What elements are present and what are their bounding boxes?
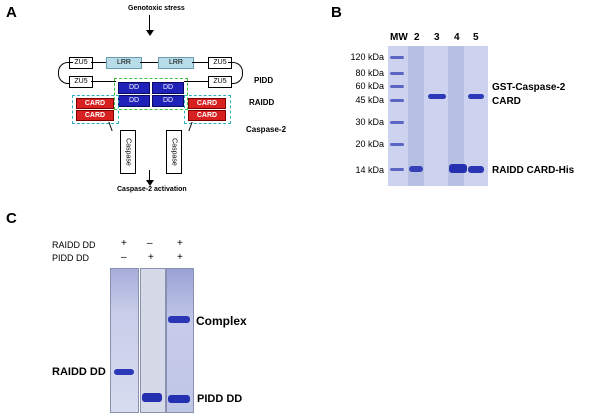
- dd-box-4: DD: [152, 95, 184, 107]
- mw-marker-14: 14 kDa: [355, 165, 384, 175]
- mw-marker-30: 30 kDa: [355, 117, 384, 127]
- stress-arrow-shaft: [149, 15, 150, 33]
- gel-c-lane-3: [166, 268, 194, 413]
- dd-complex-outline: [114, 78, 188, 110]
- sign-raidd-lane1: +: [121, 238, 127, 249]
- complex-band: [168, 316, 190, 323]
- stress-arrow-head: [146, 30, 154, 36]
- ladder-band-14: [390, 168, 404, 171]
- card-outline-right: [184, 95, 231, 124]
- pidd-dd-band-lane2: [142, 393, 162, 402]
- caspase2-activation-label: Caspase-2 activation: [117, 186, 187, 193]
- dd-box-1: DD: [118, 82, 150, 94]
- pidd-dd-row-label: PIDD DD: [52, 253, 90, 263]
- raidd-card-his-label: RAIDD CARD-His: [492, 165, 575, 176]
- mw-marker-20: 20 kDa: [355, 139, 384, 149]
- gst-card-label: CARD: [492, 96, 521, 107]
- lrr-box-left: LRR: [106, 57, 142, 69]
- sign-pidd-lane2: +: [148, 252, 154, 263]
- caspase2-row-label: Caspase-2: [246, 125, 287, 134]
- sign-raidd-lane2: –: [147, 238, 153, 249]
- ladder-band-45: [390, 99, 404, 102]
- zu5-box-right-top: ZU5: [208, 57, 232, 69]
- lane-2-number: 2: [414, 32, 420, 43]
- lane-4-number: 4: [454, 32, 460, 43]
- lane-4-raidd-band: [449, 164, 467, 173]
- ladder-band-60: [390, 85, 404, 88]
- panel-c-letter: C: [6, 210, 17, 227]
- gel-c-lane-2: [140, 268, 166, 413]
- ladder-band-80: [390, 72, 404, 75]
- card-box-right-1: CARD: [188, 98, 226, 109]
- zu5-box-right-bottom: ZU5: [208, 76, 232, 88]
- card-box-right-2: CARD: [188, 110, 226, 121]
- sign-pidd-lane1: –: [121, 252, 127, 263]
- activation-arrow-head: [146, 180, 154, 186]
- pidd-row-label: PIDD: [254, 76, 274, 85]
- raidd-dd-band: [114, 369, 134, 375]
- lane-3-number: 3: [434, 32, 440, 43]
- mw-marker-60: 60 kDa: [355, 81, 384, 91]
- lrr-box-right: LRR: [158, 57, 194, 69]
- mw-marker-80: 80 kDa: [355, 68, 384, 78]
- raidd-row-label: RAIDD: [249, 98, 275, 107]
- ladder-band-120: [390, 56, 404, 59]
- pidd-dd-band-label: PIDD DD: [197, 393, 243, 405]
- gst-caspase2-label: GST-Caspase-2: [492, 82, 566, 93]
- caspase-box-right: Caspase: [166, 130, 182, 174]
- connector: [91, 81, 116, 82]
- left-loop: [58, 62, 73, 84]
- activation-arrow-shaft: [149, 170, 150, 182]
- lane-3-gst-band: [428, 94, 446, 99]
- lane-4-smear: [448, 46, 464, 186]
- complex-label: Complex: [196, 314, 247, 328]
- caspase-box-left: Caspase: [120, 130, 136, 174]
- right-loop: [228, 62, 243, 84]
- lane-5-gst-band: [468, 94, 484, 99]
- lane-2-raidd-band: [409, 166, 423, 172]
- dd-box-2: DD: [152, 82, 184, 94]
- ladder-band-20: [390, 143, 404, 146]
- panel-b-letter: B: [331, 4, 342, 21]
- lane-2-smear: [408, 46, 424, 186]
- gel-b-background: [388, 46, 488, 186]
- pidd-dd-band-lane3: [168, 395, 190, 403]
- sign-raidd-lane3: +: [177, 238, 183, 249]
- connector: [140, 62, 158, 63]
- mw-header: MW: [390, 32, 408, 43]
- zu5-box-left-bottom: ZU5: [69, 76, 93, 88]
- genotoxic-stress-label: Genotoxic stress: [128, 5, 185, 12]
- lane-5-number: 5: [473, 32, 479, 43]
- connector: [192, 62, 208, 63]
- card-box-left-2: CARD: [76, 110, 114, 121]
- gel-c-lane-1: [110, 268, 139, 413]
- mw-marker-45: 45 kDa: [355, 95, 384, 105]
- mw-marker-120: 120 kDa: [350, 52, 384, 62]
- connector: [91, 62, 107, 63]
- panel-a-letter: A: [6, 4, 17, 21]
- dd-box-3: DD: [118, 95, 150, 107]
- card-outline-left: [72, 95, 119, 124]
- sign-pidd-lane3: +: [177, 252, 183, 263]
- lane-5-raidd-band: [468, 166, 484, 173]
- card-box-left-1: CARD: [76, 98, 114, 109]
- raidd-dd-band-label: RAIDD DD: [52, 366, 106, 378]
- raidd-dd-row-label: RAIDD DD: [52, 240, 96, 250]
- connector: [184, 81, 208, 82]
- ladder-band-30: [390, 121, 404, 124]
